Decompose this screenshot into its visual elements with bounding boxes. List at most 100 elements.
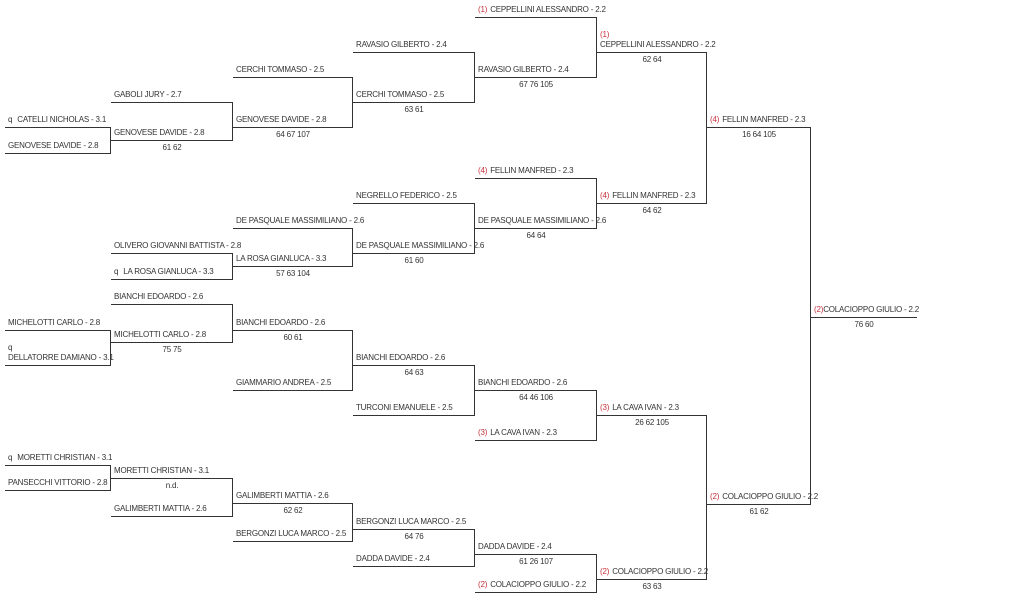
- round-5-player-slot: (1)CEPPELLINI ALESSANDRO - 2.2: [475, 5, 606, 18]
- match-score: n.d.: [165, 481, 179, 490]
- bracket-connector: [352, 228, 353, 267]
- player-name: CEPPELLINI ALESSANDRO - 2.2: [490, 5, 606, 14]
- round-7-player-slot: (4)FELLIN MANFRED - 2.3: [707, 115, 811, 128]
- player-name: LA ROSA GIANLUCA - 3.3: [236, 254, 327, 263]
- player-name: PANSECCHI VITTORIO - 2.8: [8, 478, 108, 487]
- match-score: 16 64 105: [742, 130, 776, 139]
- player-name: GIAMMARIO ANDREA - 2.5: [236, 378, 332, 387]
- player-name: FELLIN MANFRED - 2.3: [722, 115, 806, 124]
- round-7-player-slot: (2)COLACIOPPO GIULIO - 2.2: [707, 492, 818, 505]
- round-2-player-slot: MORETTI CHRISTIAN - 3.1: [111, 466, 233, 479]
- bracket-connector: [232, 253, 233, 280]
- player-name: BIANCHI EDOARDO - 2.6: [114, 292, 204, 301]
- player-name: GENOVESE DAVIDE - 2.8: [114, 128, 205, 137]
- player-name: TURCONI EMANUELE - 2.5: [356, 403, 453, 412]
- bracket-connector: [474, 52, 475, 103]
- bracket-connector: [232, 304, 233, 343]
- match-score: 61 62: [749, 507, 769, 516]
- player-name: LA ROSA GIANLUCA - 3.3: [123, 267, 214, 276]
- bracket-connector: [596, 390, 597, 441]
- qualifier-badge: q: [8, 453, 13, 462]
- round-4-player-slot: BIANCHI EDOARDO - 2.6: [353, 353, 475, 366]
- player-name: DE PASQUALE MASSIMILIANO - 2.6: [478, 216, 607, 225]
- round-4-player-slot: RAVASIO GILBERTO - 2.4: [353, 40, 475, 53]
- player-name: CERCHI TOMMASO - 2.5: [356, 90, 445, 99]
- bracket-connector: [110, 465, 111, 491]
- bracket-connector: [474, 203, 475, 254]
- round-5-player-slot: BIANCHI EDOARDO - 2.6: [475, 378, 597, 391]
- seed-badge: (2): [814, 305, 824, 314]
- player-name: BERGONZI LUCA MARCO - 2.5: [356, 517, 467, 526]
- round-3-player-slot: LA ROSA GIANLUCA - 3.3: [233, 254, 353, 267]
- bracket-connector: [706, 415, 707, 580]
- round-3-player-slot: GIAMMARIO ANDREA - 2.5: [233, 378, 353, 391]
- player-name: NEGRELLO FEDERICO - 2.5: [356, 191, 457, 200]
- player-name: GENOVESE DAVIDE - 2.8: [236, 115, 327, 124]
- player-name: OLIVERO GIOVANNI BATTISTA - 2.8: [114, 241, 242, 250]
- player-name: CERCHI TOMMASO - 2.5: [236, 65, 325, 74]
- round-2-player-slot: BIANCHI EDOARDO - 2.6: [111, 292, 233, 305]
- match-score: 64 67 107: [276, 130, 310, 139]
- bracket-connector: [474, 365, 475, 416]
- round-3-player-slot: BIANCHI EDOARDO - 2.6: [233, 318, 353, 331]
- player-name: MORETTI CHRISTIAN - 3.1: [114, 466, 209, 475]
- round-3-player-slot: DE PASQUALE MASSIMILIANO - 2.6: [233, 216, 364, 229]
- seed-badge: (1): [600, 30, 610, 39]
- round-2-player-slot: GALIMBERTI MATTIA - 2.6: [111, 504, 233, 517]
- player-name: COLACIOPPO GIULIO - 2.2: [612, 567, 709, 576]
- seed-badge: (1): [478, 5, 488, 14]
- round-3-player-slot: CERCHI TOMMASO - 2.5: [233, 65, 353, 78]
- seed-badge: (3): [600, 403, 610, 412]
- match-score: 67 76 105: [519, 80, 553, 89]
- round-6-player-slot: (3)LA CAVA IVAN - 2.3: [597, 403, 707, 416]
- seed-badge: (2): [710, 492, 720, 501]
- match-score: 61 26 107: [519, 557, 553, 566]
- round-4-player-slot: BERGONZI LUCA MARCO - 2.5: [353, 517, 475, 530]
- match-score: 64 62: [642, 206, 662, 215]
- round-3-player-slot: BERGONZI LUCA MARCO - 2.5: [233, 529, 353, 542]
- player-name: LA CAVA IVAN - 2.3: [490, 428, 557, 437]
- round-2-player-slot: OLIVERO GIOVANNI BATTISTA - 2.8: [111, 241, 241, 254]
- round-6-player-slot: (1)CEPPELLINI ALESSANDRO - 2.2: [597, 30, 716, 53]
- seed-badge: (4): [478, 166, 488, 175]
- round-4-player-slot: NEGRELLO FEDERICO - 2.5: [353, 191, 475, 204]
- player-name: MICHELOTTI CARLO - 2.8: [8, 318, 101, 327]
- round-3-player-slot: GALIMBERTI MATTIA - 2.6: [233, 491, 353, 504]
- round-5-player-slot: (2)COLACIOPPO GIULIO - 2.2: [475, 580, 597, 593]
- bracket-connector: [110, 127, 111, 154]
- bracket-connector: [232, 102, 233, 141]
- round-4-player-slot: DADDA DAVIDE - 2.4: [353, 554, 475, 567]
- seed-badge: (4): [600, 191, 610, 200]
- player-name: COLACIOPPO GIULIO - 2.2: [823, 305, 920, 314]
- player-name: BERGONZI LUCA MARCO - 2.5: [236, 529, 347, 538]
- player-name: MICHELOTTI CARLO - 2.8: [114, 330, 207, 339]
- match-score: 64 76: [404, 532, 424, 541]
- bracket-connector: [596, 178, 597, 229]
- round-2-player-slot: MICHELOTTI CARLO - 2.8: [111, 330, 233, 343]
- player-name: CEPPELLINI ALESSANDRO - 2.2: [600, 40, 716, 49]
- round-5-player-slot: DADDA DAVIDE - 2.4: [475, 542, 597, 555]
- bracket-connector: [352, 77, 353, 128]
- match-score: 64 46 106: [519, 393, 553, 402]
- round-3-player-slot: GENOVESE DAVIDE - 2.8: [233, 115, 353, 128]
- round-4-player-slot: TURCONI EMANUELE - 2.5: [353, 403, 475, 416]
- player-name: COLACIOPPO GIULIO - 2.2: [490, 580, 587, 589]
- seed-badge: (4): [710, 115, 720, 124]
- bracket-connector: [810, 127, 811, 505]
- bracket-connector: [232, 478, 233, 517]
- round-6-player-slot: (4)FELLIN MANFRED - 2.3: [597, 191, 707, 204]
- bracket-connector: [596, 17, 597, 78]
- player-name: DE PASQUALE MASSIMILIANO - 2.6: [236, 216, 365, 225]
- match-score: 63 63: [642, 582, 662, 591]
- match-score: 75 75: [162, 345, 182, 354]
- round-5-player-slot: RAVASIO GILBERTO - 2.4: [475, 65, 597, 78]
- player-name: COLACIOPPO GIULIO - 2.2: [722, 492, 819, 501]
- seed-badge: (3): [478, 428, 488, 437]
- bracket-connector: [110, 330, 111, 366]
- round-5-player-slot: (4)FELLIN MANFRED - 2.3: [475, 166, 597, 179]
- qualifier-badge: q: [8, 115, 13, 124]
- player-name: GALIMBERTI MATTIA - 2.6: [236, 491, 329, 500]
- match-score: 26 62 105: [635, 418, 669, 427]
